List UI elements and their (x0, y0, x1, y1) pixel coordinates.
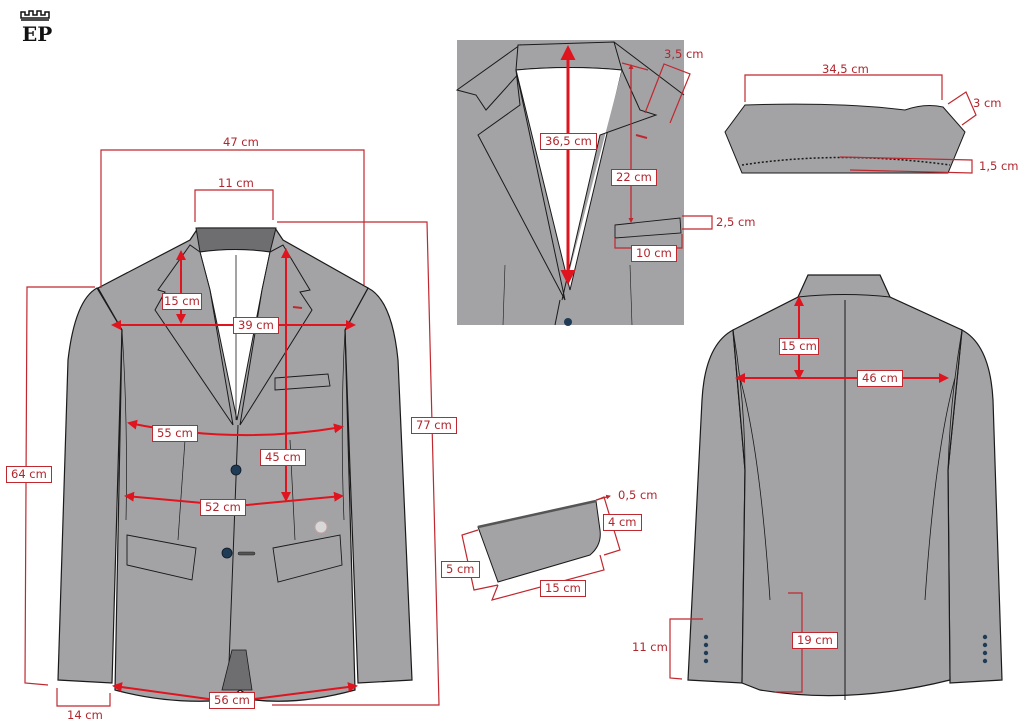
button-icon (230, 464, 242, 476)
collar-side-label: 3 cm (973, 96, 1002, 110)
lapel-detail-panel (455, 40, 713, 326)
lapel-height-label: 15 cm (162, 293, 202, 310)
crest-emblem-icon (314, 520, 328, 534)
back-width-label: 46 cm (857, 370, 903, 387)
button-icon (221, 547, 233, 559)
sleeve-vent-label: 11 cm (632, 640, 668, 654)
flap-right-side-label: 4 cm (603, 514, 642, 531)
breast-pocket-height-label: 2,5 cm (716, 215, 756, 229)
flap-width-label: 15 cm (540, 580, 586, 597)
collar-stitch-label: 1,5 cm (979, 159, 1019, 173)
total-length-label: 77 cm (411, 417, 457, 434)
back-neck-label: 15 cm (779, 338, 819, 355)
lapel-width-label: 3,5 cm (664, 47, 704, 61)
shoulder-to-pocket-label: 22 cm (611, 169, 657, 186)
lapel-length-label: 36,5 cm (540, 133, 597, 150)
chest-across-label: 39 cm (233, 317, 279, 334)
back-jacket (669, 274, 1003, 700)
svg-text:EP: EP (22, 22, 52, 44)
breast-pocket-width-label: 10 cm (631, 245, 677, 262)
neck-width-label: 11 cm (218, 176, 254, 190)
shoulder-width-label: 47 cm (223, 135, 259, 149)
waist-width-label: 52 cm (200, 499, 246, 516)
vent-length-label: 19 cm (792, 632, 838, 649)
hem-width-label: 56 cm (209, 692, 255, 709)
sleeve-length-label: 64 cm (6, 466, 52, 483)
flap-left-side-label: 5 cm (441, 561, 480, 578)
front-jacket (57, 227, 413, 702)
brand-logo: EP (18, 8, 52, 44)
flap-piping-label: 0,5 cm (618, 488, 658, 502)
collar-length-label: 34,5 cm (822, 62, 869, 76)
chest-width-label: 55 cm (152, 425, 198, 442)
pocket-flap-detail (461, 494, 621, 601)
collar-detail (724, 74, 977, 174)
cuff-width-label: 14 cm (67, 708, 103, 722)
front-length-label: 45 cm (260, 449, 306, 466)
crown-monogram-icon: EP (20, 10, 52, 44)
